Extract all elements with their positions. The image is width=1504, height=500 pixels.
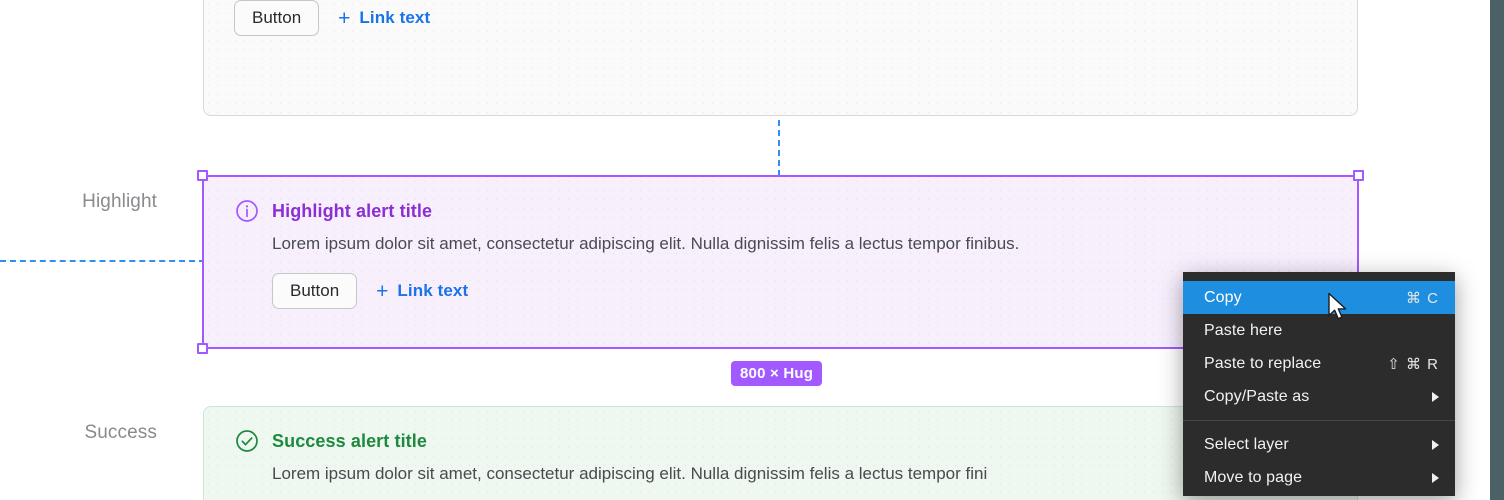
context-menu[interactable]: Copy ⌘ C Paste here Paste to replace ⇧ ⌘… — [1183, 272, 1455, 496]
alert-actions: Button + Link text — [272, 273, 1333, 309]
row-label-success: Success — [84, 422, 157, 443]
context-menu-item-copy-paste-as[interactable]: Copy/Paste as — [1183, 380, 1455, 413]
context-menu-item-copy[interactable]: Copy ⌘ C — [1183, 281, 1455, 314]
context-menu-item-label: Copy — [1204, 288, 1242, 306]
context-menu-item-shortcut: ⇧ ⌘ R — [1387, 355, 1439, 373]
context-menu-item-label: Paste to replace — [1204, 354, 1322, 372]
info-circle-icon — [234, 198, 260, 224]
context-menu-item-move-to-page[interactable]: Move to page — [1183, 461, 1455, 494]
submenu-arrow-icon — [1432, 472, 1439, 483]
context-menu-separator — [1183, 420, 1455, 421]
plus-icon: + — [376, 279, 389, 303]
alert-button[interactable]: Button — [234, 0, 320, 36]
context-menu-item-paste-here[interactable]: Paste here — [1183, 314, 1455, 347]
alert-card-success[interactable]: Success alert title Lorem ipsum dolor si… — [203, 406, 1358, 500]
alert-title: Highlight alert title — [272, 201, 433, 221]
alert-body-text: Lorem ipsum dolor sit amet, consectetur … — [272, 464, 988, 483]
alert-link[interactable]: + Link text — [376, 281, 468, 302]
right-edge-strip — [1490, 0, 1504, 500]
alert-link-label: Link text — [359, 8, 431, 27]
guide-line-horizontal — [0, 260, 205, 262]
alert-link-label: Link text — [397, 281, 469, 300]
alert-card-default[interactable]: Lorem ipsum dolor sit amet, consectetur … — [203, 0, 1358, 116]
alert-title: Success alert title — [272, 431, 427, 451]
context-menu-item-shortcut: ⌘ C — [1406, 289, 1439, 307]
plus-icon: + — [338, 6, 351, 30]
submenu-arrow-icon — [1432, 391, 1439, 402]
size-badge: 800 × Hug — [731, 361, 823, 386]
context-menu-item-label: Select layer — [1204, 435, 1289, 453]
context-menu-item-select-layer[interactable]: Select layer — [1183, 428, 1455, 461]
row-label-highlight: Highlight — [82, 191, 157, 212]
submenu-arrow-icon — [1432, 439, 1439, 450]
check-circle-icon — [234, 428, 260, 454]
alert-link[interactable]: + Link text — [338, 8, 430, 29]
alert-button[interactable]: Button — [272, 273, 358, 309]
alert-body-text: Lorem ipsum dolor sit amet, consectetur … — [272, 234, 1020, 253]
alert-card-highlight[interactable]: Highlight alert title Lorem ipsum dolor … — [203, 176, 1358, 348]
context-menu-item-label: Copy/Paste as — [1204, 387, 1310, 405]
context-menu-item-paste-to-replace[interactable]: Paste to replace ⇧ ⌘ R — [1183, 347, 1455, 380]
context-menu-item-label: Paste here — [1204, 321, 1283, 339]
alert-actions: Button + Link text — [234, 0, 1333, 36]
context-menu-item-label: Move to page — [1204, 468, 1303, 486]
